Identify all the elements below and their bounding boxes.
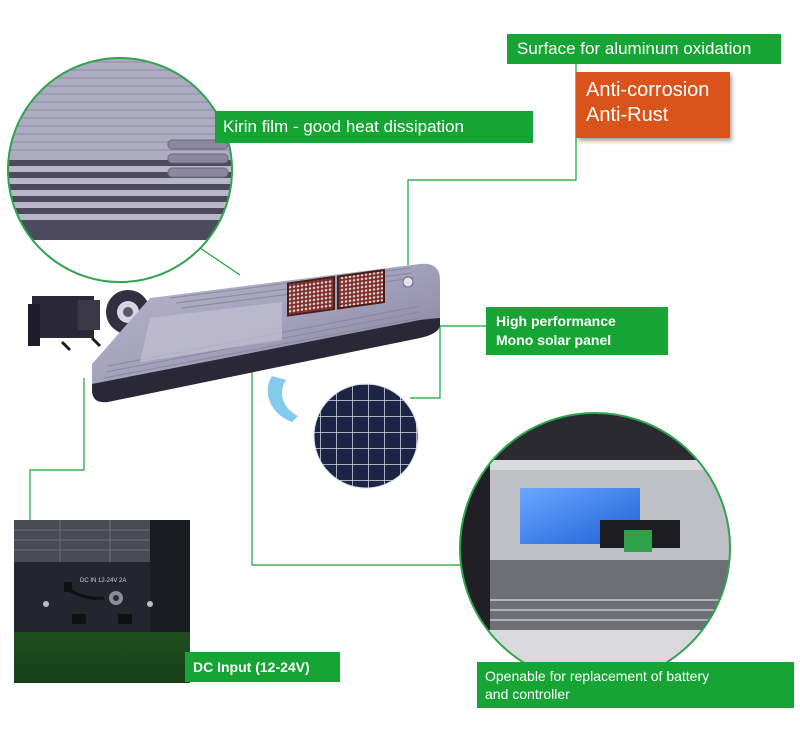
label-dc-input: DC Input (12-24V) [185,652,340,682]
label-surface-oxidation: Surface for aluminum oxidation [507,34,781,64]
label-kirin-film: Kirin film - good heat dissipation [215,111,533,143]
label-anti-corrosion: Anti-corrosion Anti-Rust [576,72,730,138]
leader-line-kirin [199,247,241,276]
dc-port-label: DC IN 12-24V 2A [80,578,126,584]
label-openable: Openable for replacement of battery and … [477,662,794,708]
green-connector [624,530,652,552]
leader-line-openable [251,320,465,566]
dc-input-photo: DC IN 12-24V 2A [14,520,190,683]
led-module-1 [287,275,335,317]
mono-solar-zoom [313,383,419,489]
curved-arrow-icon [267,376,298,422]
label-mono-solar: High performance Mono solar panel [486,307,668,355]
led-module-2 [337,268,385,310]
label-anti-corrosion-text: Anti-corrosion [586,79,710,101]
label-mono-solar-line2: Mono solar panel [496,332,612,348]
leader-line-mono [410,325,486,399]
sensor [402,276,414,288]
label-openable-line2: and controller [485,686,570,702]
leader-line-dc [29,378,85,522]
street-light-body [28,263,440,403]
label-anti-rust-text: Anti-Rust [586,104,669,126]
label-openable-line1: Openable for replacement of battery [485,668,710,684]
label-mono-solar-line1: High performance [496,313,616,329]
battery-compartment-zoom [459,412,731,684]
kirin-film-zoom [7,57,233,283]
leader-line-surface [407,64,577,265]
